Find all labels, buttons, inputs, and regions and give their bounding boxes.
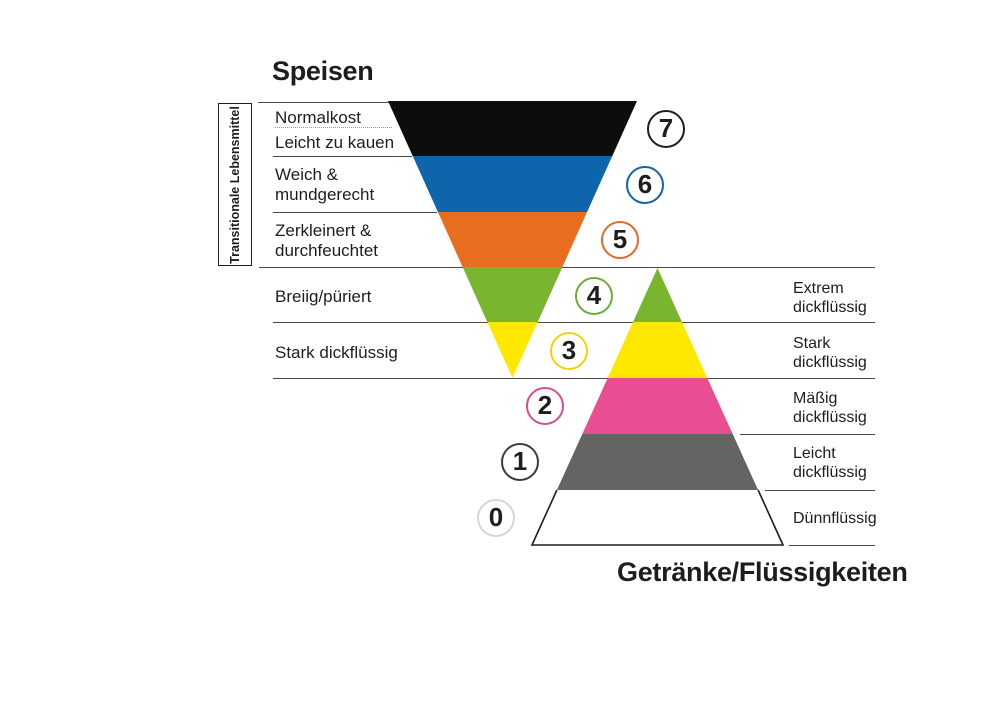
level-badge-4: 4 (575, 277, 613, 315)
level-badge-3: 3 (550, 332, 588, 370)
food-label-leicht-zu-kauen: Leicht zu kauen (275, 133, 395, 152)
drink-band-2 (582, 378, 733, 434)
food-band-5 (437, 212, 588, 267)
drink-band-4 (633, 268, 682, 322)
drink-band-0 (530, 489, 785, 546)
drink-label-leicht-dickfluessig: Leicht dickflüssig (793, 445, 867, 481)
separator-line-level0-bottom (789, 544, 875, 546)
food-label-breiig-pueriert: Breiig/püriert (275, 287, 372, 306)
separator-line-level1-top (740, 433, 875, 435)
separator-line-level3-top (273, 321, 875, 323)
separator-line-level6-top (273, 155, 412, 157)
food-band-6 (412, 156, 613, 212)
transitional-foods-box: Transitionale Lebensmittel (218, 103, 252, 266)
drink-label-extrem-dickfluessig: Extrem dickflüssig (793, 280, 867, 316)
level-badge-0: 0 (477, 499, 515, 537)
foods-title: Speisen (272, 56, 374, 86)
food-band-7 (388, 101, 637, 156)
separator-line-level2-top (273, 377, 875, 379)
separator-line-level5-top (273, 211, 437, 213)
food-label-weich-mundgerecht: Weich & mundgerecht (275, 165, 375, 204)
separator-line-level4-top (259, 266, 875, 268)
drink-band-3 (607, 322, 708, 378)
drinks-title: Getränke/Flüssigkeiten (617, 557, 908, 587)
food-label-stark-dickfluessig: Stark dickflüssig (275, 343, 398, 362)
food-label-zerkleinert-durchfeuchtet: Zerkleinert & durchfeuchtet (275, 221, 379, 260)
drink-label-duennfluessig: Dünnflüssig (793, 510, 877, 527)
drink-label-stark-dickfluessig: Stark dickflüssig (793, 335, 867, 371)
level-badge-6: 6 (626, 166, 664, 204)
level-badge-1: 1 (501, 443, 539, 481)
separator-line-top (258, 101, 389, 103)
level-badge-5: 5 (601, 221, 639, 259)
drink-band-1 (556, 434, 759, 490)
food-band-4 (462, 267, 563, 322)
food-band-3 (487, 322, 538, 378)
drink-label-maessig-dickfluessig: Mäßig dickflüssig (793, 390, 867, 426)
separator-line-level0-top (765, 489, 875, 491)
transitional-foods-label: Transitionale Lebensmittel (228, 105, 242, 264)
dotted-separator-line (275, 127, 392, 128)
level-badge-2: 2 (526, 387, 564, 425)
food-label-normalkost: Normalkost (275, 108, 361, 127)
level-badge-7: 7 (647, 110, 685, 148)
